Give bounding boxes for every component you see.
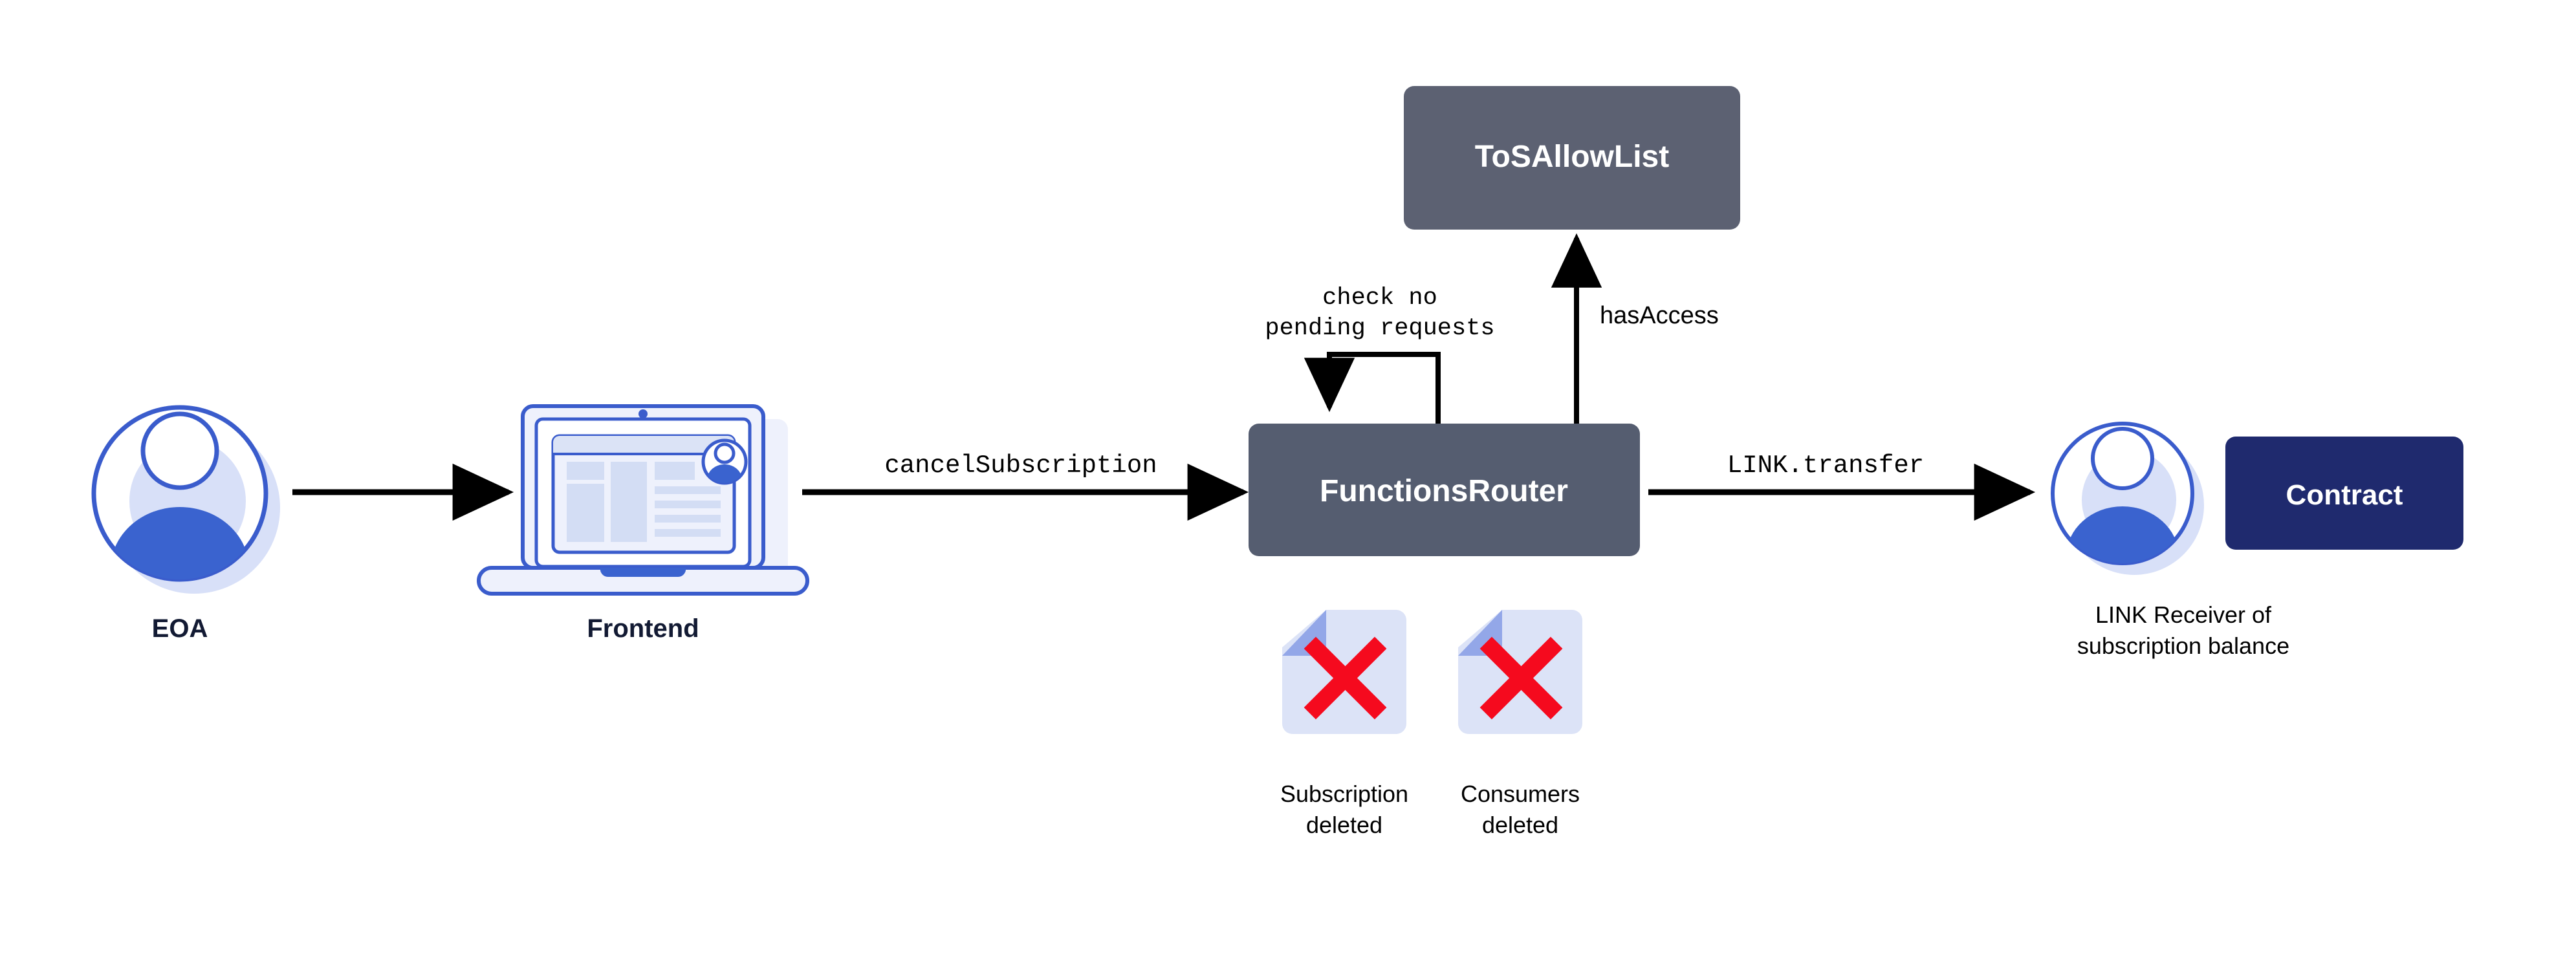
artifact-caption-consumers-line2: deleted [1482, 812, 1558, 838]
artifact-caption-subscription-line1: Subscription [1280, 781, 1408, 807]
document-deleted-icon-subscription [1282, 610, 1406, 734]
functions-router-label: FunctionsRouter [1320, 474, 1568, 508]
node-tos-allow-list[interactable] [1404, 86, 1740, 230]
eoa-avatar-icon [91, 405, 280, 594]
link-receiver-caption-line1: LINK Receiver of [2095, 601, 2272, 628]
tos-allow-list-label: ToSAllowList [1475, 140, 1669, 174]
frontend-label: Frontend [587, 614, 699, 643]
edge-label-check-no: check no [1322, 285, 1437, 312]
link-receiver-avatar-icon [2051, 422, 2204, 575]
link-receiver-caption-line2: subscription balance [2077, 632, 2289, 659]
document-deleted-icon-consumers [1458, 610, 1582, 734]
artifact-caption-subscription-line2: deleted [1306, 812, 1382, 838]
edge-label-pending-requests: pending requests [1265, 315, 1494, 342]
edge-label-has-access: hasAccess [1600, 302, 1719, 329]
edge-router-self-loop [1304, 352, 1441, 424]
edge-label-cancel-subscription: cancelSubscription [884, 451, 1157, 480]
node-functions-router[interactable] [1249, 424, 1640, 556]
contract-label: Contract [2286, 479, 2403, 511]
frontend-laptop-icon [477, 404, 809, 596]
artifact-caption-consumers-line1: Consumers [1461, 781, 1580, 807]
edge-label-link-transfer: LINK.transfer [1727, 451, 1924, 480]
eoa-label: EOA [152, 614, 208, 643]
node-contract[interactable] [2225, 437, 2463, 550]
